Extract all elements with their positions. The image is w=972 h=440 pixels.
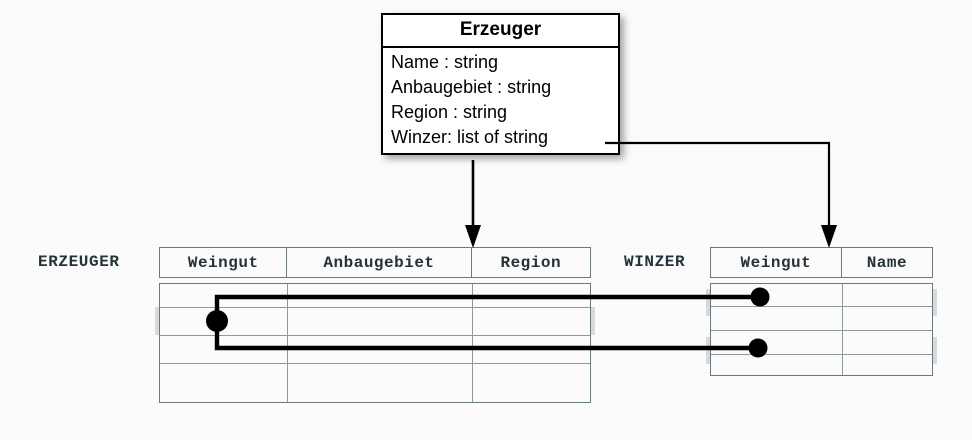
table-label-winzer: WINZER	[624, 253, 686, 271]
column-header-winzer-name: Name	[866, 253, 908, 272]
grid-divider	[711, 306, 932, 307]
grid-divider	[472, 284, 473, 402]
table-header-winzer: Weingut Name	[710, 247, 933, 278]
uml-class-name: Erzeuger	[383, 15, 618, 48]
grid-divider	[711, 330, 932, 331]
table-header-erzeuger: Weingut Anbaugebiet Region	[159, 247, 591, 278]
grid-divider	[160, 307, 590, 308]
column-header-weingut: Weingut	[160, 248, 288, 277]
table-label-erzeuger: ERZEUGER	[38, 253, 120, 271]
table-body-winzer	[710, 283, 933, 376]
column-header-region: Region	[500, 253, 562, 272]
uml-attribute-list: Name : string Anbaugebiet : string Regio…	[383, 48, 618, 153]
table-body-erzeuger	[159, 283, 591, 403]
grid-divider	[842, 284, 843, 375]
column-header-winzer-weingut: Weingut	[711, 248, 842, 277]
erzeuger-arrow	[465, 160, 481, 248]
winzer-arrow	[605, 141, 837, 248]
grid-divider	[160, 335, 590, 336]
uml-attribute-region: Region : string	[391, 102, 508, 122]
uml-attribute-winzer: Winzer: list of string	[391, 127, 549, 147]
uml-attribute-anbaugebiet: Anbaugebiet : string	[391, 77, 552, 97]
uml-attribute-name: Name : string	[391, 52, 499, 72]
grid-divider	[287, 284, 288, 402]
column-header-anbaugebiet: Anbaugebiet	[287, 248, 472, 277]
uml-class-box: Erzeuger Name : string Anbaugebiet : str…	[381, 13, 620, 155]
grid-divider	[711, 354, 932, 355]
grid-divider	[160, 363, 590, 364]
